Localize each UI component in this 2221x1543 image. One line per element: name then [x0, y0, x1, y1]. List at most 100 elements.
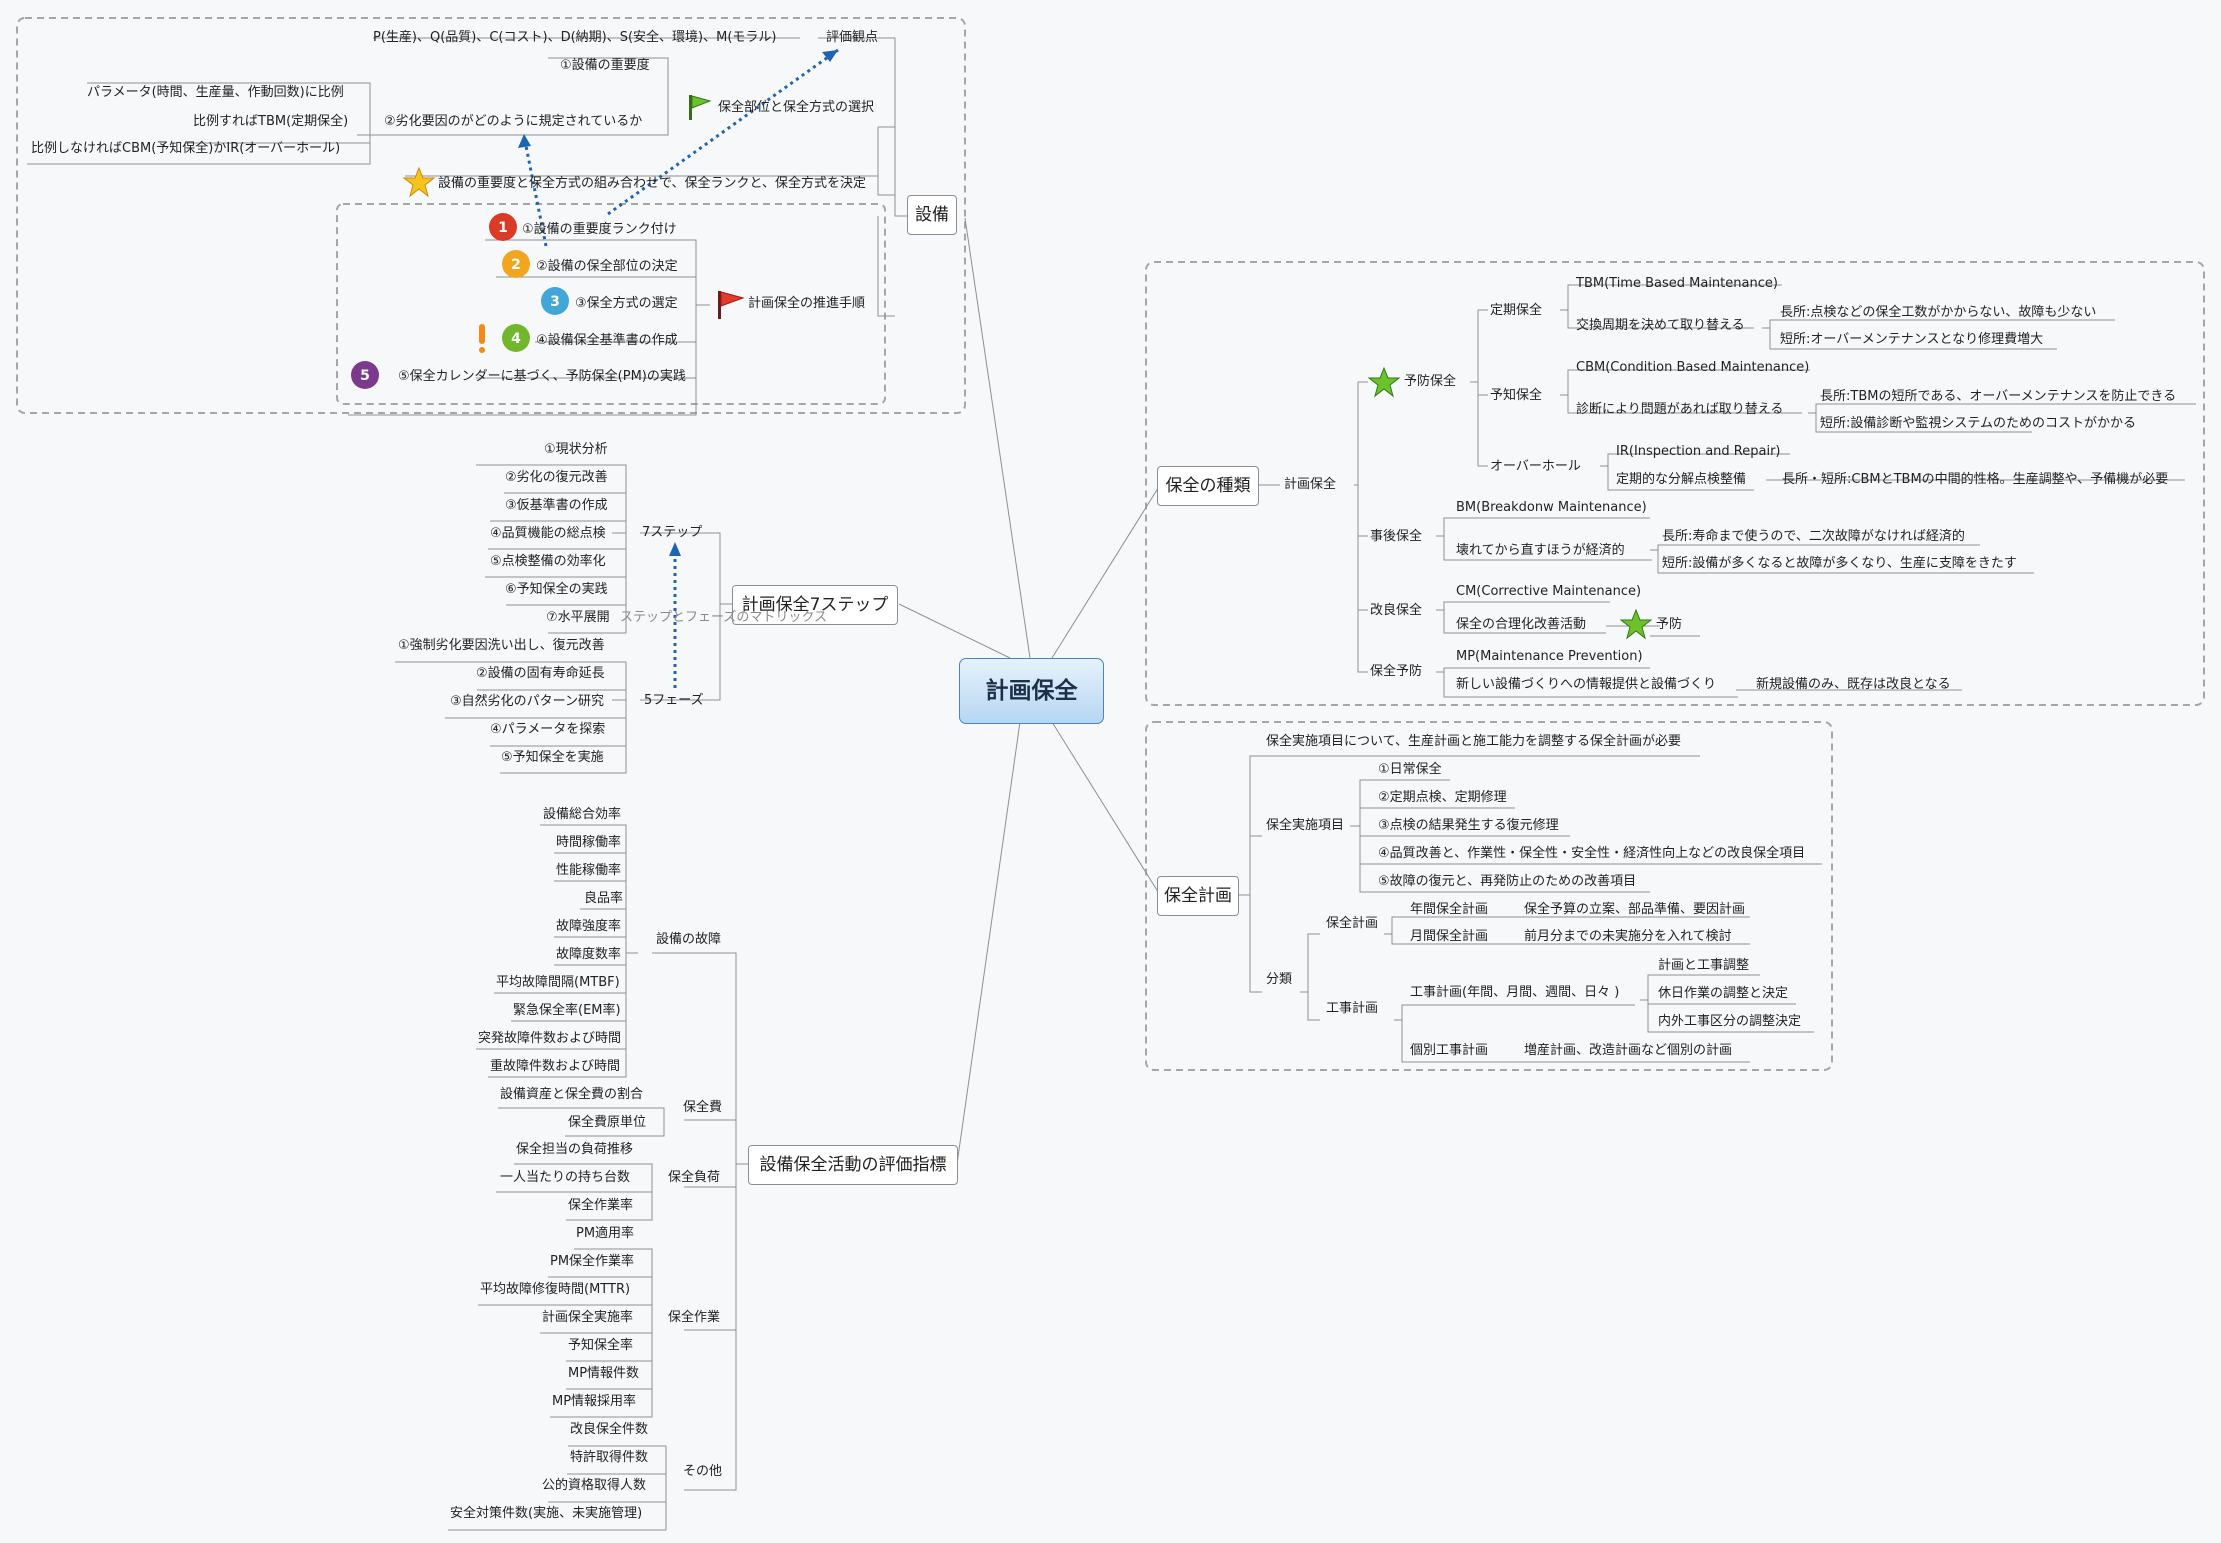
indicator-item[interactable]: 設備総合効率 [543, 807, 622, 822]
breakdown[interactable]: 事後保全 [1370, 529, 1423, 544]
indicator-item[interactable]: 時間稼働率 [556, 835, 622, 850]
mp-note[interactable]: 新規設備のみ、既存は改良となる [1756, 677, 1951, 692]
indicator-item[interactable]: 重故障件数および時間 [490, 1059, 621, 1074]
param-rule[interactable]: パラメータ(時間、生産量、作動回数)に比例 [87, 85, 344, 100]
indicator-item[interactable]: 故障度数率 [556, 947, 622, 962]
indicator-item[interactable]: 計画保全実施率 [542, 1310, 634, 1325]
step-item[interactable]: ①現状分析 [544, 442, 608, 457]
indicator-group[interactable]: 保全費 [683, 1100, 723, 1115]
topic-plan[interactable]: 保全計画 [1157, 876, 1239, 916]
indicator-item[interactable]: 特許取得件数 [570, 1450, 649, 1465]
mp-desc[interactable]: 新しい設備づくりへの情報提供と設備づくり [1456, 677, 1717, 692]
cm[interactable]: CM(Corrective Maintenance) [1456, 584, 1642, 599]
degradation[interactable]: ②劣化要因のがどのように規定されているか [384, 114, 643, 129]
step-item[interactable]: ②劣化の復元改善 [505, 470, 608, 485]
indicator-item[interactable]: 改良保全件数 [570, 1422, 649, 1437]
cbm-pro[interactable]: 長所:TBMの短所である、オーバーメンテナンスを防止できる [1820, 389, 2177, 404]
indicator-item[interactable]: 予知保全率 [568, 1338, 634, 1353]
maint-plan[interactable]: 保全計画 [1326, 916, 1379, 931]
cbm-rule[interactable]: 比例しなければCBM(予知保全)かIR(オーバーホール) [31, 141, 341, 156]
indicator-item[interactable]: 安全対策件数(実施、未実施管理) [450, 1506, 643, 1521]
indicator-item[interactable]: 保全担当の負荷推移 [516, 1142, 634, 1157]
root-topic[interactable]: 計画保全 [959, 658, 1104, 724]
indicator-item[interactable]: 保全費原単位 [568, 1115, 647, 1130]
cm-desc[interactable]: 保全の合理化改善活動 [1456, 617, 1587, 632]
phase-item[interactable]: ②設備の固有寿命延長 [476, 666, 605, 681]
indicator-item[interactable]: PM適用率 [576, 1226, 635, 1241]
plan-item[interactable]: ⑤故障の復元と、再発防止のための改善項目 [1378, 874, 1637, 889]
indicator-item[interactable]: 突発故障件数および時間 [478, 1031, 622, 1046]
overhaul[interactable]: オーバーホール [1490, 459, 1581, 474]
indicator-item[interactable]: 公的資格取得人数 [542, 1478, 647, 1493]
preventive[interactable]: 予防保全 [1404, 374, 1457, 389]
procedure-step[interactable]: ②設備の保全部位の決定 [536, 259, 678, 274]
tbm-con[interactable]: 短所:オーバーメンテナンスとなり修理費増大 [1780, 332, 2044, 347]
bm-pro[interactable]: 長所:寿命まで使うので、二次故障がなければ経済的 [1662, 529, 1965, 544]
indicator-item[interactable]: MP情報採用率 [552, 1394, 637, 1409]
tbm-pro[interactable]: 長所:点検などの保全工数がかからない、故障も少ない [1780, 305, 2097, 320]
procedure-step[interactable]: ⑤保全カレンダーに基づく、予防保全(PM)の実践 [398, 369, 686, 384]
indicator-item[interactable]: 設備資産と保全費の割合 [500, 1087, 644, 1102]
topic-seven-steps[interactable]: 計画保全7ステップ [732, 585, 898, 625]
corrective[interactable]: 改良保全 [1370, 603, 1423, 618]
step-item[interactable]: ⑤点検整備の効率化 [490, 554, 606, 569]
indicator-item[interactable]: 緊急保全率(EM率) [513, 1003, 621, 1018]
indicator-group[interactable]: 保全作業 [668, 1310, 721, 1325]
individual-desc[interactable]: 増産計画、改造計画など個別の計画 [1524, 1043, 1733, 1058]
tbm-rule[interactable]: 比例すればTBM(定期保全) [193, 114, 349, 129]
cbm[interactable]: CBM(Condition Based Maintenance) [1576, 360, 1810, 375]
topic-equipment[interactable]: 設備 [907, 195, 957, 235]
ir-desc[interactable]: 定期的な分解点検整備 [1616, 472, 1747, 487]
monthly-desc[interactable]: 前月分までの未実施分を入れて検討 [1524, 929, 1732, 944]
topic-types[interactable]: 保全の種類 [1157, 466, 1259, 506]
bm-con[interactable]: 短所:設備が多くなると故障が多くなり、生産に支障をきたす [1662, 556, 2017, 571]
procedure-step[interactable]: ③保全方式の選定 [575, 296, 678, 311]
work-plan[interactable]: 工事計画 [1326, 1001, 1379, 1016]
indicator-group[interactable]: 保全負荷 [668, 1170, 721, 1185]
cm-leaf[interactable]: 予防 [1656, 617, 1683, 632]
indicator-item[interactable]: 故障強度率 [556, 919, 622, 934]
work-schedule[interactable]: 工事計画(年間、月間、週間、日々 ) [1410, 985, 1620, 1000]
phase-item[interactable]: ③自然劣化のパターン研究 [450, 694, 605, 709]
plan-item[interactable]: ③点検の結果発生する復元修理 [1378, 818, 1559, 833]
mp-label[interactable]: 保全予防 [1370, 664, 1423, 679]
procedure-label[interactable]: 計画保全の推進手順 [748, 296, 866, 311]
indicator-item[interactable]: 平均故障修復時間(MTTR) [480, 1282, 631, 1297]
tbm[interactable]: TBM(Time Based Maintenance) [1576, 276, 1778, 291]
cbm-con[interactable]: 短所:設備診断や監視システムのためのコストがかかる [1820, 416, 2136, 431]
indicator-item[interactable]: MP情報件数 [568, 1366, 640, 1381]
annual-plan[interactable]: 年間保全計画 [1410, 902, 1489, 917]
procedure-step[interactable]: ④設備保全基準書の作成 [536, 333, 678, 348]
monthly-plan[interactable]: 月間保全計画 [1410, 929, 1489, 944]
predictive[interactable]: 予知保全 [1490, 388, 1543, 403]
indicator-item[interactable]: 一人当たりの持ち台数 [500, 1170, 631, 1185]
indicator-item[interactable]: PM保全作業率 [550, 1254, 635, 1269]
mp[interactable]: MP(Maintenance Prevention) [1456, 649, 1643, 664]
phases-label[interactable]: 5フェーズ [644, 693, 704, 708]
bm[interactable]: BM(Breakdonw Maintenance) [1456, 500, 1647, 515]
work-item[interactable]: 計画と工事調整 [1658, 958, 1750, 973]
tbm-desc[interactable]: 交換周期を決めて取り替える [1576, 318, 1745, 333]
work-item[interactable]: 内外工事区分の調整決定 [1658, 1014, 1802, 1029]
class-label[interactable]: 分類 [1266, 972, 1293, 987]
plan-items-label[interactable]: 保全実施項目 [1266, 818, 1345, 833]
select-label[interactable]: 保全部位と保全方式の選択 [718, 100, 875, 115]
bm-desc[interactable]: 壊れてから直すほうが経済的 [1456, 543, 1625, 558]
plan-item[interactable]: ②定期点検、定期修理 [1378, 790, 1507, 805]
combination-note[interactable]: 設備の重要度と保全方式の組み合わせで、保全ランクと、保全方式を決定 [438, 176, 866, 191]
step-item[interactable]: ④品質機能の総点検 [490, 526, 606, 541]
phase-item[interactable]: ④パラメータを探索 [490, 722, 606, 737]
indicator-item[interactable]: 性能稼働率 [556, 863, 622, 878]
eval-label[interactable]: 評価観点 [826, 30, 879, 45]
indicator-item[interactable]: 平均故障間隔(MTBF) [496, 975, 620, 990]
topic-indicators[interactable]: 設備保全活動の評価指標 [748, 1145, 958, 1185]
plan-item[interactable]: ①日常保全 [1378, 762, 1442, 777]
eval-items[interactable]: P(生産)、Q(品質)、C(コスト)、D(納期)、S(安全、環境)、M(モラル) [373, 30, 777, 45]
seven-steps-label[interactable]: 7ステップ [642, 525, 703, 540]
phase-item[interactable]: ⑤予知保全を実施 [501, 750, 604, 765]
planned-maintenance[interactable]: 計画保全 [1284, 477, 1337, 492]
cbm-desc[interactable]: 診断により問題があれば取り替える [1576, 402, 1784, 417]
ir[interactable]: IR(Inspection and Repair) [1616, 444, 1781, 459]
ir-note[interactable]: 長所・短所:CBMとTBMの中間的性格。生産調整や、予備機が必要 [1782, 472, 2169, 487]
annual-desc[interactable]: 保全予算の立案、部品準備、要因計画 [1524, 902, 1746, 917]
